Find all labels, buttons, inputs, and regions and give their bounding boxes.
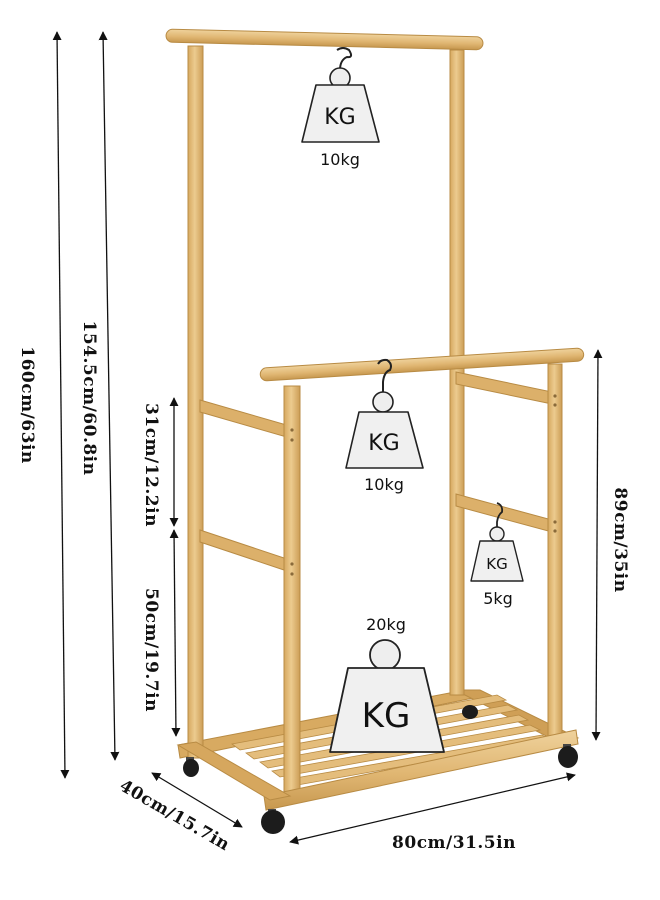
- weight-symbol: KG: [324, 105, 355, 130]
- total-height-label: 160cm/63in: [17, 346, 37, 464]
- lower-bar-spacing-label: 50cm/19.7in: [141, 588, 161, 712]
- lower-rail-height-label: 89cm/35in: [610, 487, 630, 592]
- width-label: 80cm/31.5in: [392, 833, 516, 853]
- lower-rail-height-line: [591, 349, 603, 741]
- caster-wheels: [183, 705, 578, 834]
- weight-icon-shelf: KG: [329, 639, 445, 753]
- upper-bar-spacing-label: 31cm/12.2in: [141, 403, 161, 527]
- dimension-lines: [52, 31, 603, 845]
- depth-line: [151, 772, 243, 828]
- lower-bar-spacing-line: [169, 529, 181, 737]
- garment-rack: [165, 28, 585, 811]
- depth-label: 40cm/15.7in: [116, 776, 233, 855]
- weight-icon-side-bar: KG: [470, 502, 524, 582]
- weight-icon-lower-rail: KG: [345, 358, 424, 469]
- top-rail-load: 10kg: [320, 150, 360, 169]
- upper-height-line: [98, 31, 120, 761]
- shelf-load: 20kg: [366, 615, 406, 634]
- weight-icon-top-rail: KG: [301, 47, 380, 143]
- upper-height-label: 154.5cm/60.8in: [79, 320, 99, 475]
- weight-symbol: KG: [362, 696, 411, 736]
- lower-rail-load: 10kg: [364, 475, 404, 494]
- width-line: [289, 772, 576, 845]
- weight-symbol: KG: [368, 431, 399, 456]
- weight-symbol: KG: [486, 555, 507, 573]
- total-height-line: [52, 31, 70, 779]
- side-bar-load: 5kg: [483, 589, 513, 608]
